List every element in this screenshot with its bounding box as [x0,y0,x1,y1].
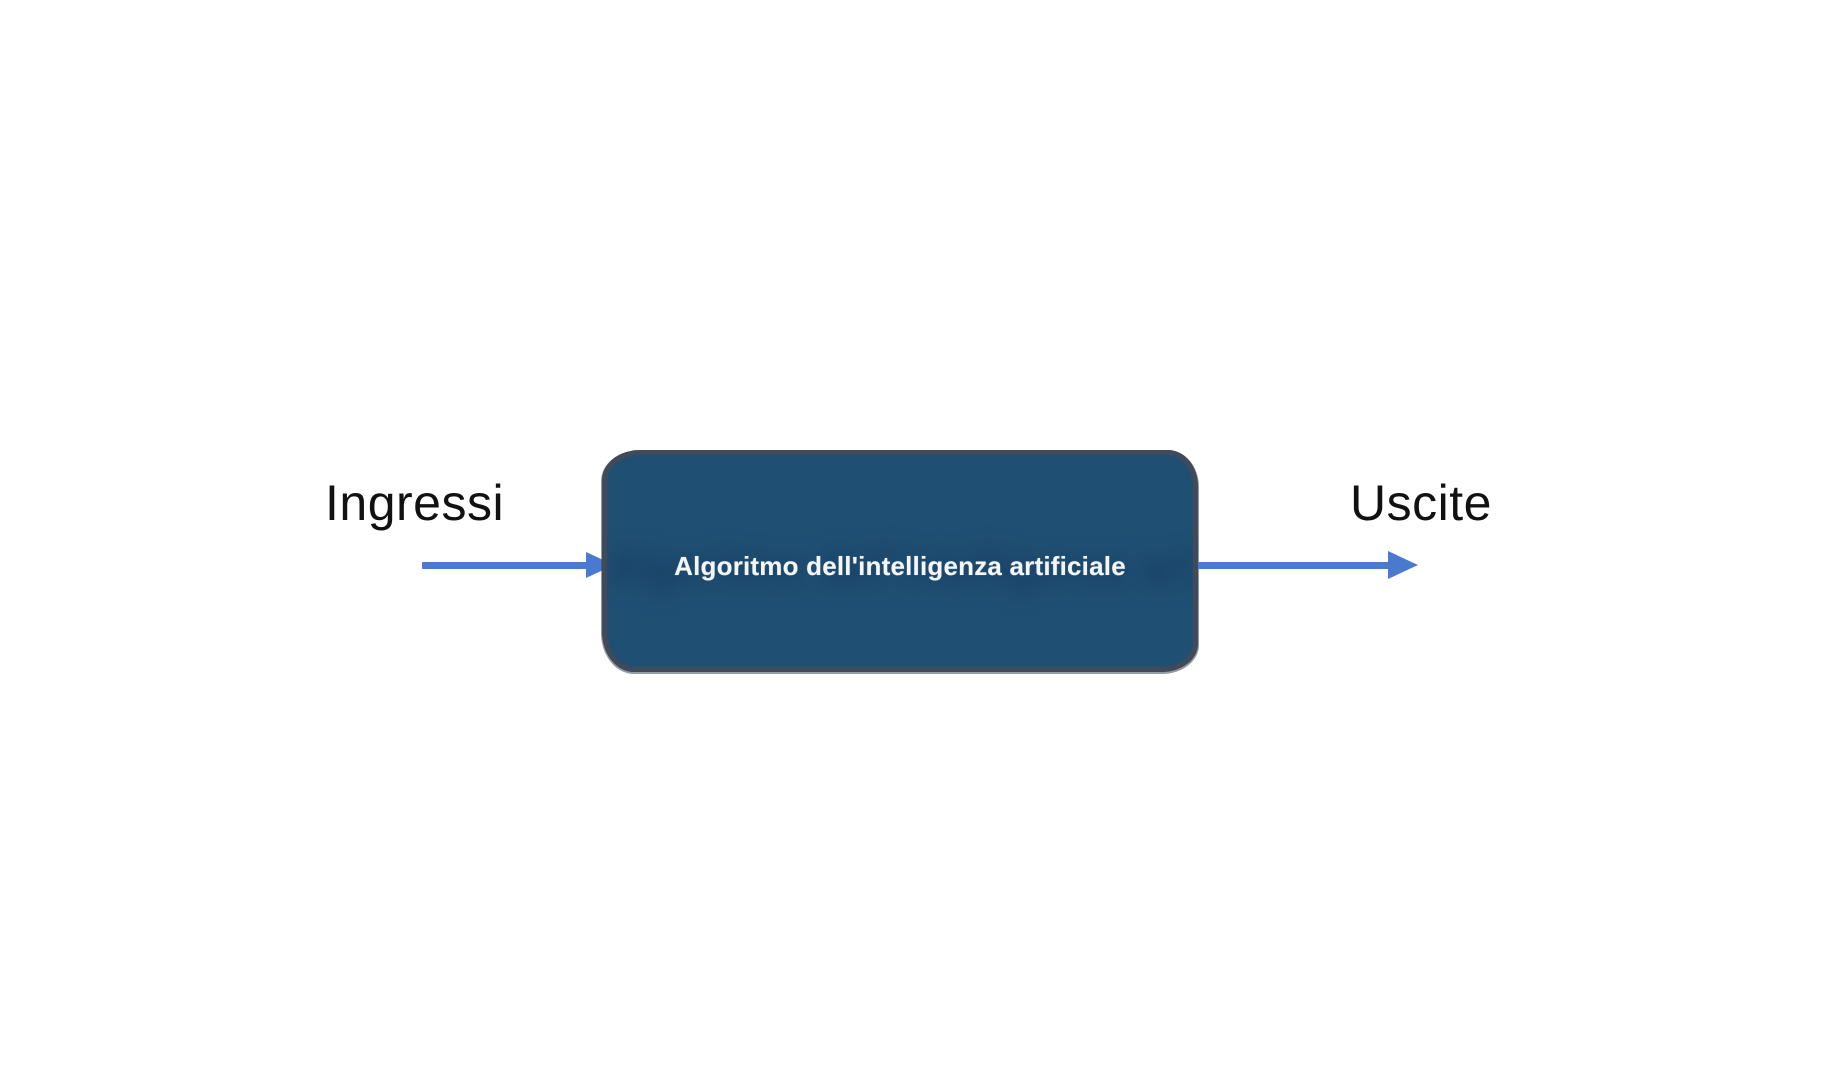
ai-algorithm-box-label-layer: Algoritmo dell'intelligenza artificiale [607,455,1193,667]
box-label-ghost: Algoritmo dell'intelligenza artificiale [607,537,1193,596]
ai-algorithm-box-label: Algoritmo dell'intelligenza artificiale [674,550,1126,581]
output-arrow-head [1388,551,1418,579]
ai-algorithm-box-ghost-layer: Algoritmo dell'intelligenza artificiale [607,455,1193,667]
input-label: Ingressi [325,475,505,531]
input-arrow-shaft [422,562,588,569]
output-arrow-shaft [1198,562,1390,569]
ai-algorithm-box: Algoritmo dell'intelligenza artificiale … [602,450,1198,672]
output-label: Uscite [1350,475,1492,531]
